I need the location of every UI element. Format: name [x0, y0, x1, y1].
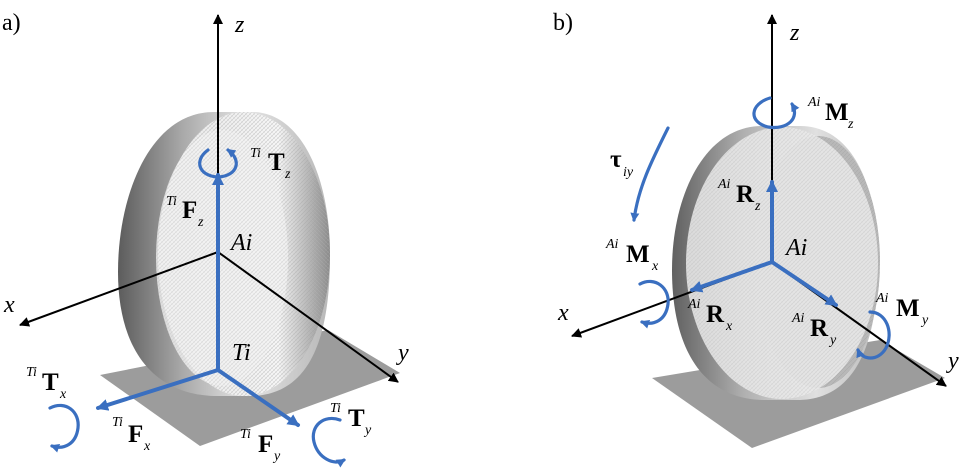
label-rx: Ai R x: [687, 297, 733, 334]
label-ty: Ti T y: [330, 401, 372, 438]
label-ry: Ai R y: [791, 311, 837, 348]
axis-x-label-b: x: [557, 300, 569, 326]
svg-text:M: M: [825, 99, 849, 126]
svg-text:F: F: [258, 431, 273, 458]
moment-mz-icon: [752, 96, 800, 130]
tau-arrow-icon: [630, 126, 670, 222]
svg-text:M: M: [896, 295, 920, 322]
svg-text:τ: τ: [610, 146, 622, 173]
label-tx: Ti T x: [26, 365, 67, 402]
svg-text:y: y: [272, 449, 281, 464]
label-mz: Ai M z: [807, 95, 854, 132]
label-fy: Ti F y: [240, 427, 281, 464]
panel-a-tag: a): [2, 10, 21, 36]
torque-tz-icon: [198, 148, 238, 179]
axis-y-label-b: y: [946, 348, 959, 374]
panel-b-tag: b): [553, 10, 573, 36]
point-ai-b: Ai: [784, 235, 807, 261]
panel-b: b) z x y Ai Ai M z: [553, 10, 959, 448]
svg-text:Ti: Ti: [112, 415, 123, 430]
svg-text:y: y: [920, 313, 929, 328]
svg-text:Ti: Ti: [26, 365, 37, 380]
moment-mx-icon: [638, 279, 670, 329]
svg-text:Ti: Ti: [166, 194, 177, 209]
svg-text:z: z: [754, 199, 761, 214]
svg-text:T: T: [42, 369, 59, 396]
svg-text:F: F: [128, 421, 143, 448]
axis-z-label-a: z: [234, 12, 245, 38]
label-fz: Ti F z: [166, 194, 204, 230]
torque-tx-icon: [48, 403, 80, 453]
point-ti: Ti: [232, 340, 251, 366]
svg-text:Ai: Ai: [687, 297, 701, 312]
svg-text:Ti: Ti: [250, 146, 261, 161]
label-my: Ai M y: [875, 291, 929, 328]
force-fx-arrow: [96, 368, 220, 411]
panel-a: a) z x y Ai Ti Ti T: [2, 10, 409, 468]
label-fx: Ti F x: [112, 415, 151, 454]
force-ry-arrow: [770, 260, 838, 307]
svg-text:Ai: Ai: [875, 291, 889, 306]
svg-text:F: F: [182, 197, 197, 224]
label-rz: Ai R z: [717, 177, 761, 214]
point-ai-a: Ai: [229, 230, 252, 256]
label-tau: τ iy: [610, 146, 634, 180]
svg-text:iy: iy: [623, 165, 634, 180]
svg-text:Ai: Ai: [791, 311, 805, 326]
axis-x-label-a: x: [3, 292, 15, 318]
label-tz: Ti T z: [250, 146, 291, 182]
svg-text:Ti: Ti: [240, 427, 251, 442]
force-fy-arrow: [216, 368, 300, 427]
axis-y-label-a: y: [396, 340, 409, 366]
moment-my-icon: [856, 310, 891, 360]
axis-z-label-b: z: [789, 20, 800, 46]
torque-ty-icon: [311, 416, 346, 468]
y-axis-a: [217, 251, 399, 383]
svg-text:M: M: [626, 241, 650, 268]
svg-text:Ai: Ai: [807, 95, 821, 110]
svg-text:R: R: [810, 315, 829, 342]
svg-text:z: z: [197, 215, 204, 230]
force-rx-arrow: [690, 260, 774, 293]
svg-text:z: z: [847, 117, 854, 132]
svg-text:x: x: [143, 439, 151, 454]
svg-text:R: R: [736, 181, 755, 208]
svg-text:Ai: Ai: [717, 177, 731, 192]
svg-text:z: z: [284, 167, 291, 182]
wheel-a: [118, 112, 330, 396]
svg-text:T: T: [348, 405, 365, 432]
svg-text:x: x: [59, 387, 67, 402]
label-mx: Ai M x: [605, 237, 659, 274]
svg-text:y: y: [363, 423, 372, 438]
svg-text:x: x: [651, 259, 659, 274]
svg-text:Ti: Ti: [330, 401, 341, 416]
svg-text:R: R: [706, 301, 725, 328]
svg-text:x: x: [725, 319, 733, 334]
svg-text:Ai: Ai: [605, 237, 619, 252]
x-axis-a: [19, 251, 219, 327]
svg-text:T: T: [268, 149, 285, 176]
svg-text:y: y: [828, 333, 837, 348]
